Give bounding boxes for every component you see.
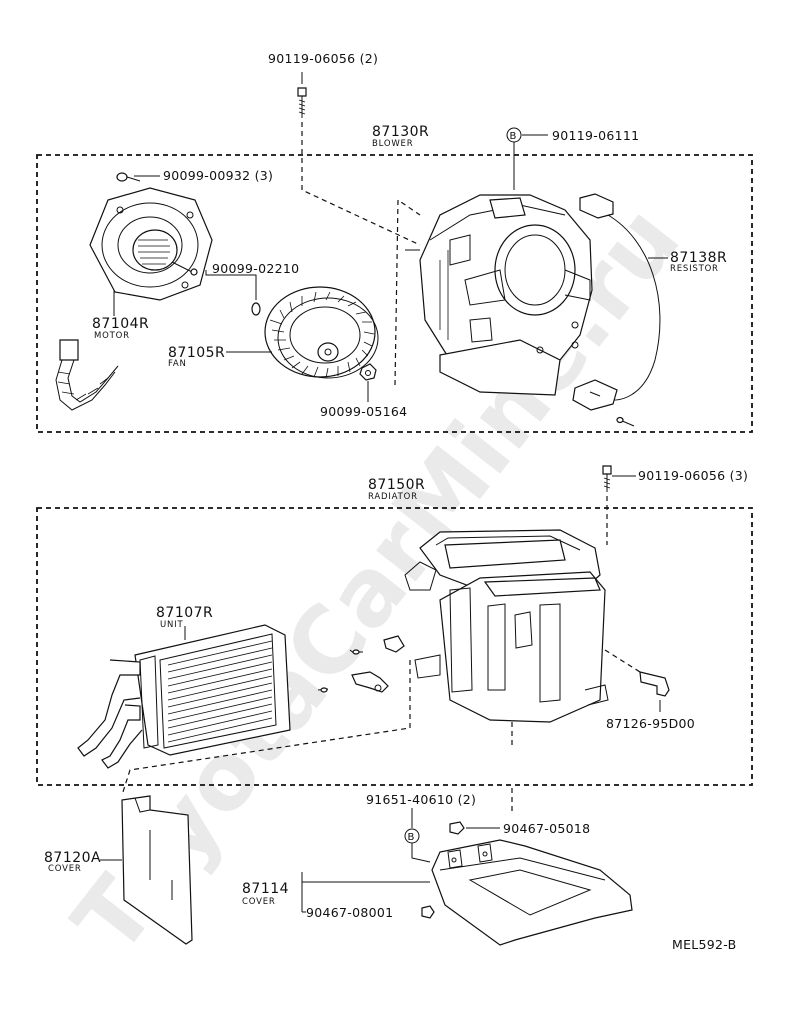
unit-label: UNIT: [160, 620, 183, 630]
part-number-nut-fan: 90099-05164: [320, 404, 407, 419]
radiator-group-frame: [36, 507, 753, 786]
radiator-housing-drawing: [404, 529, 609, 723]
part-number-resistor: 87138R: [670, 250, 727, 266]
figure-code: MEL592-B: [672, 937, 737, 952]
cover-left-label: COVER: [48, 864, 82, 874]
part-number-clip-fan: 90099-02210: [212, 261, 299, 276]
part-number-motor: 87104R: [92, 316, 149, 332]
clip-cover: [449, 821, 465, 835]
resistor-label: RESISTOR: [670, 264, 719, 274]
bracket-drawing: [639, 671, 670, 697]
bottom-cover-drawing: [431, 839, 633, 946]
part-number-screw-b-top: 90119-06111: [552, 128, 639, 143]
fan-label: FAN: [168, 359, 187, 369]
part-number-screw-motor: 90099-00932 (3): [163, 168, 273, 183]
radiator-label: RADIATOR: [368, 492, 418, 502]
clip-fan: [251, 302, 261, 316]
part-number-blower: 87130R: [372, 124, 429, 140]
screw-top: [297, 72, 421, 246]
screw-radiator: [602, 465, 612, 492]
part-number-unit: 87107R: [156, 605, 213, 621]
screw-motor: [116, 172, 141, 182]
fan-drawing: [264, 286, 379, 379]
part-number-bracket: 87126-95D00: [606, 716, 695, 731]
cover-bottom-label: COVER: [242, 897, 276, 907]
part-number-fan: 87105R: [168, 345, 225, 361]
blower-housing-drawing: [419, 194, 593, 396]
small-hardware-drawing: [317, 635, 405, 693]
blower-group-frame: [36, 154, 753, 433]
part-number-radiator: 87150R: [368, 477, 425, 493]
part-number-cover-bottom: 87114: [242, 881, 289, 897]
marker-b-bottom-text: B: [408, 832, 415, 843]
part-number-clip-cover: 90467-05018: [503, 821, 590, 836]
part-number-screw-radiator: 90119-06056 (3): [638, 468, 748, 483]
part-number-screw-top: 90119-06056 (2): [268, 51, 378, 66]
drain-hose-drawing: [55, 339, 119, 411]
heater-unit-drawing: [77, 624, 291, 769]
marker-b-top-text: B: [510, 131, 517, 142]
motor-drawing: [89, 187, 213, 301]
left-cover-drawing: [121, 795, 193, 945]
motor-label: MOTOR: [94, 331, 130, 341]
part-number-screw-b-bottom: 91651-40610 (2): [366, 792, 476, 807]
clip-cover-bottom: [421, 905, 435, 919]
blower-label: BLOWER: [372, 139, 413, 149]
resistor-drawing: [572, 193, 661, 427]
part-number-clip-cover-bottom: 90467-08001: [306, 905, 393, 920]
part-number-cover-left: 87120A: [44, 850, 101, 866]
nut-fan: [359, 363, 377, 381]
